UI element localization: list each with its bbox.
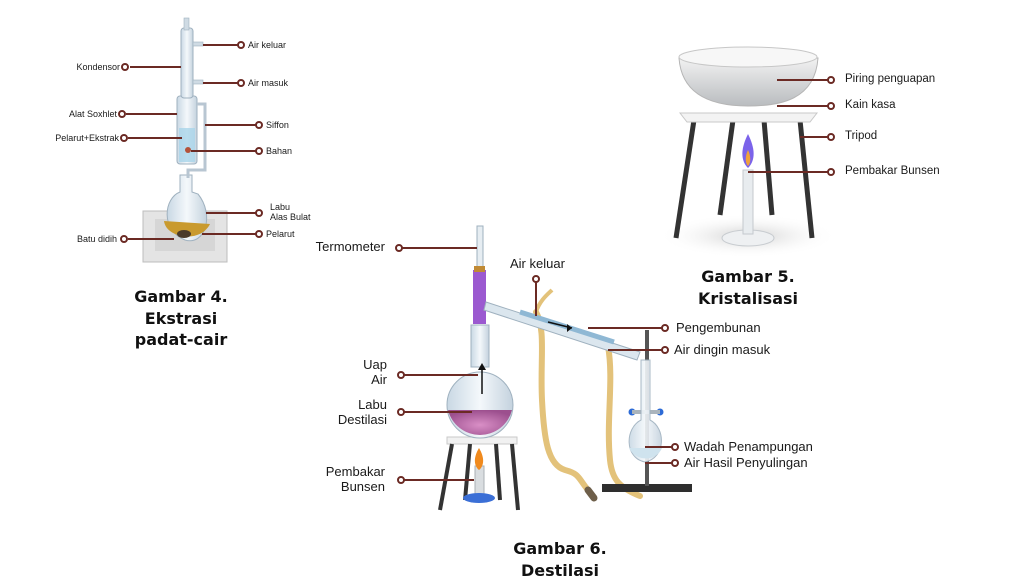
boiling-stone [177, 230, 191, 238]
label-labu-destilasi: Labu Destilasi [337, 397, 387, 428]
bunsen-tube [742, 169, 754, 235]
label-air-keluar-destilasi: Air keluar [510, 256, 565, 271]
label-alat-soxhlet: Alat Soxhlet [68, 109, 117, 119]
label-pengembunan: Pengembunan [676, 320, 761, 335]
label-pelarut-ekstrak: Pelarut+Ekstrak [55, 133, 119, 143]
label-labu-alas-bulat: Labu Alas Bulat [270, 202, 311, 223]
label-labu-line1: Labu [270, 202, 291, 212]
tripod-leg [761, 119, 775, 216]
crystallization-pointers [748, 76, 835, 176]
label-piring-penguapan: Piring penguapan [845, 73, 936, 85]
label-pelarut: Pelarut [266, 229, 295, 239]
caption-gambar-6: Gambar 6. Destilasi [513, 539, 607, 580]
label-pembakar-bunsen-destilasi: Pembakar Bunsen [325, 464, 385, 495]
label-labu-destilasi-line1: Labu [358, 397, 387, 412]
label-wadah-penampungan: Wadah Penampungan [684, 439, 813, 454]
tripod-leg [797, 119, 815, 239]
label-kain-kasa: Kain kasa [845, 99, 896, 111]
distillation-apparatus [438, 225, 692, 511]
label-batu-didih: Batu didih [76, 234, 117, 244]
liebig-condenser [483, 301, 641, 361]
label-kondensor: Kondensor [76, 62, 120, 72]
distillation-pointers [395, 244, 679, 484]
solvent-liquid [164, 221, 210, 237]
label-pembakar-line1: Pembakar [325, 464, 385, 479]
receiving-flask [628, 359, 662, 463]
siphon-tube [186, 102, 207, 178]
flask-liquid [448, 410, 512, 435]
water-inlet-hose [605, 343, 643, 499]
retort-stand-base [602, 484, 692, 492]
label-uap-air: Uap Air [363, 357, 387, 388]
label-labu-destilasi-line2: Destilasi [337, 411, 387, 427]
label-uap-line2: Air [371, 371, 387, 387]
label-bahan: Bahan [266, 146, 293, 156]
condenser [180, 27, 194, 99]
evaporating-dish [678, 57, 819, 107]
water-outlet-hose [533, 309, 591, 493]
bunsen-flame [474, 448, 484, 470]
bunsen-burner [474, 465, 485, 497]
label-termometer: Termometer [315, 239, 385, 254]
tripod-leg [673, 119, 697, 239]
thermometer [476, 225, 484, 273]
label-tripod: Tripod [845, 130, 878, 142]
tripod-leg [717, 119, 736, 216]
wire-gauze [678, 112, 819, 123]
label-siffon: Siffon [266, 120, 289, 130]
label-air-keluar-soxhlet: Air keluar [248, 40, 287, 50]
sample-material [185, 147, 191, 153]
label-air-dingin-masuk: Air dingin masuk [674, 342, 771, 357]
label-pembakar-bunsen-kristalisasi: Pembakar Bunsen [845, 165, 940, 177]
label-labu-line2: Alas Bulat [270, 212, 311, 223]
label-air-hasil-penyulingan: Air Hasil Penyulingan [684, 455, 808, 470]
soxhlet-apparatus [142, 17, 228, 263]
caption-gambar-4-line1: Gambar 4. Ekstrasi [134, 287, 228, 328]
caption-gambar-5: Gambar 5. Kristalisasi [697, 267, 799, 308]
caption-gambar-4-line2: padat-cair [134, 330, 228, 350]
caption-gambar-4: Gambar 4. Ekstrasi padat-cair [96, 286, 266, 351]
soxhlet-pointers [118, 41, 263, 243]
label-uap-line1: Uap [363, 357, 387, 372]
label-pembakar-line2: Bunsen [340, 478, 385, 494]
label-air-masuk: Air masuk [248, 78, 289, 88]
crystallization-apparatus [658, 46, 838, 258]
